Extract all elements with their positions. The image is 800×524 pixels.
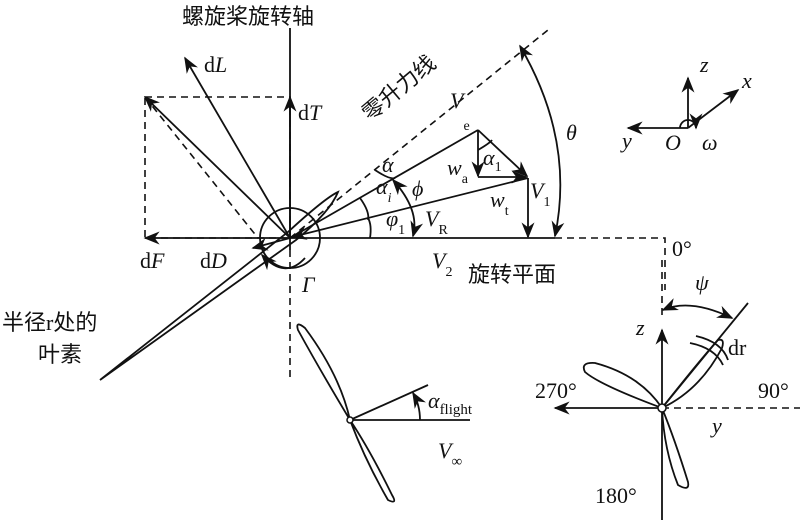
phi1-label: φ1 (386, 206, 405, 238)
resultant-vector (143, 95, 291, 239)
Ve-label: Ve (450, 88, 470, 134)
dT-label: dT (298, 100, 323, 125)
wa-label: wa (447, 155, 469, 187)
theta-label: θ (566, 120, 577, 145)
z-label: z (699, 52, 709, 77)
phi-arc (391, 178, 424, 238)
alpha-i-label: αi (376, 174, 392, 206)
phi1-arc (367, 217, 372, 239)
deg180-label: 180° (595, 483, 637, 508)
dF-label: dF (140, 248, 165, 273)
axis-title: 螺旋桨旋转轴 (182, 4, 314, 29)
rotation-plane-dashed (555, 237, 666, 290)
Ve-vector (289, 129, 479, 239)
alpha1-label: α1 (483, 145, 502, 175)
zero-lift-line (289, 29, 549, 239)
dL-vector (184, 56, 291, 239)
V2-label: V2 (432, 248, 452, 280)
phi-label: ϕ (412, 176, 423, 201)
alpha1-arc (477, 139, 493, 151)
alpha-arc (374, 169, 396, 180)
blade-element-label-1: 半径r处的 (2, 310, 97, 335)
dr-label: dr (728, 335, 747, 360)
VR-label: VR (425, 206, 448, 238)
w-vector (477, 129, 529, 178)
Vinf-label: V∞ (438, 438, 462, 470)
hub-circle (259, 207, 321, 269)
alpha-label: α (382, 152, 394, 177)
psi-label: ψ (695, 270, 709, 295)
omega-label: ω (702, 130, 718, 155)
deg270-label: 270° (535, 378, 577, 403)
zero-lift-label: 零升力线 (357, 50, 440, 126)
front-view-propeller: 0° ψ z dr 270° 90° y 180° (535, 236, 800, 520)
alpha-flight-label: αflight (428, 388, 473, 418)
blade-airfoil (99, 190, 340, 381)
blade-element-label-2: 叶素 (38, 342, 82, 367)
main-velocity-diagram (99, 28, 666, 381)
origin-label: O (665, 130, 681, 155)
theta-arc (519, 44, 565, 238)
dD-label: dD (200, 248, 227, 273)
x-label: x (741, 68, 752, 93)
dL-label: dL (204, 52, 227, 77)
deg90-label: 90° (758, 378, 789, 403)
front-z-label: z (635, 315, 645, 340)
rotation-plane-label: 旋转平面 (468, 262, 556, 287)
dD-vector (251, 237, 291, 251)
force-box (144, 96, 291, 239)
side-view-propeller: αflight V∞ (296, 323, 473, 503)
gamma-label: Γ (301, 272, 316, 297)
V1-label: V1 (530, 178, 550, 210)
force-dash (144, 96, 259, 239)
y-label: y (620, 128, 632, 153)
deg0-label: 0° (672, 236, 692, 261)
coordinate-axes: z x y O ω (620, 52, 752, 155)
alpha-i-arc (359, 197, 370, 221)
front-y-label: y (710, 413, 722, 438)
wt-label: wt (490, 187, 509, 219)
